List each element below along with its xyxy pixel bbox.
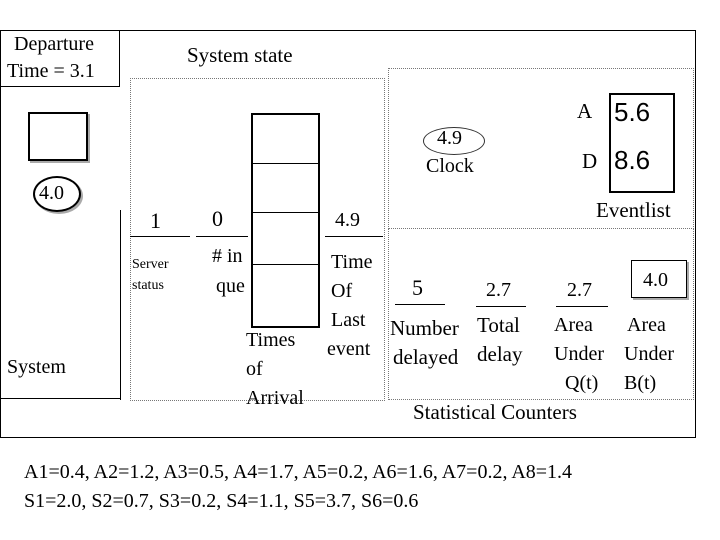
departure-label: Departure (14, 33, 94, 55)
time-of-last-event-label: Time (331, 251, 373, 273)
statistical-counters-label: Statistical Counters (413, 400, 577, 424)
departure-event-key: D (582, 149, 598, 173)
times-of-arrival-label-2: of (246, 358, 263, 380)
event-list-label: Eventlist (596, 198, 671, 222)
clock-label: Clock (426, 155, 474, 177)
total-delay-label: Total (477, 313, 520, 337)
arrival-times-queue (251, 113, 320, 328)
total-delay-line (476, 306, 526, 307)
area-b-label: Area (627, 314, 666, 336)
area-q-line (556, 306, 608, 307)
area-q-label-2: Under (554, 343, 604, 365)
clock-ellipse (423, 127, 485, 155)
next-arrival-circle (33, 176, 81, 212)
number-in-queue-value: 0 (212, 206, 223, 231)
number-in-queue-label: # in (212, 245, 243, 267)
outer-frame (0, 30, 696, 438)
times-of-arrival-label-3: Arrival (246, 387, 304, 409)
departure-event-time: 8.6 (614, 145, 651, 175)
departure-time-label: Time = 3.1 (7, 60, 95, 82)
next-arrival-value: 4.0 (39, 182, 64, 204)
server-status-value: 1 (150, 208, 161, 233)
time-of-last-event-value: 4.9 (335, 209, 360, 231)
queue-cell-divider (253, 212, 318, 213)
area-q-label-3: Q(t) (565, 372, 599, 394)
number-delayed-line (395, 304, 445, 305)
server-status-line (130, 236, 190, 237)
area-b-value: 4.0 (643, 269, 668, 291)
number-in-queue-label-2: que (216, 275, 245, 297)
system-bottom-line (0, 398, 121, 399)
time-of-last-event-label-2: Of (331, 280, 353, 302)
area-b-label-2: Under (624, 343, 674, 365)
queue-cell-divider (253, 163, 318, 164)
event-list-box (609, 93, 675, 193)
departure-time-box (0, 30, 120, 87)
number-delayed-label: Number (390, 316, 459, 340)
arrival-event-key: A (577, 99, 593, 123)
server-status-label-2: status (132, 278, 164, 293)
area-q-label: Area (554, 314, 593, 336)
time-of-last-event-label-4: event (327, 338, 371, 360)
time-of-last-event-line (325, 236, 383, 237)
area-q-value: 2.7 (567, 279, 592, 301)
arrival-event-time: 5.6 (614, 97, 651, 127)
interarrival-times: A1=0.4, A2=1.2, A3=0.5, A4=1.7, A5=0.2, … (24, 461, 573, 483)
server-box (28, 112, 88, 161)
number-delayed-value: 5 (412, 275, 423, 300)
total-delay-value: 2.7 (486, 279, 511, 301)
queue-cell-divider (253, 264, 318, 265)
area-b-value-box (631, 260, 687, 298)
clock-value: 4.9 (437, 127, 462, 149)
system-label: System (7, 356, 66, 378)
server-status-label: Server (132, 257, 169, 272)
time-of-last-event-label-3: Last (331, 309, 366, 331)
system-divider (120, 210, 121, 400)
times-of-arrival-label: Times (246, 329, 296, 351)
system-state-title: System state (187, 43, 293, 67)
statistical-counters-region (388, 228, 694, 400)
number-delayed-label-2: delayed (393, 345, 459, 369)
area-b-label-3: B(t) (624, 372, 657, 394)
total-delay-label-2: delay (477, 342, 523, 366)
service-times: S1=2.0, S2=0.7, S3=0.2, S4=1.1, S5=3.7, … (24, 490, 419, 512)
system-state-region (130, 78, 385, 401)
number-in-queue-line (196, 236, 248, 237)
